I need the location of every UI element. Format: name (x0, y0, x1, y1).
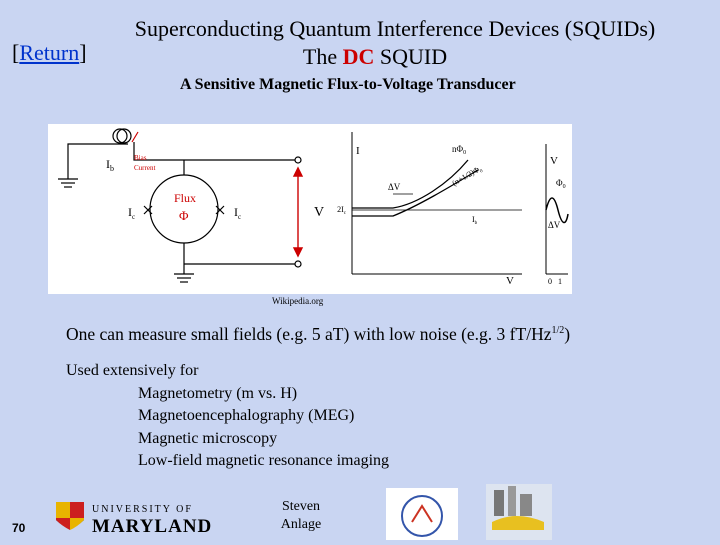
svg-text:(n+1/2)Φ0: (n+1/2)Φ0 (451, 163, 485, 189)
uses-item: Low-field magnetic resonance imaging (138, 452, 390, 469)
voltage-arrow (292, 166, 304, 258)
return-link-wrapper: [Return] (12, 40, 87, 66)
title-dc: DC (342, 44, 375, 69)
slide-title-line1: Superconducting Quantum Interference Dev… (134, 16, 656, 41)
svg-text:I: I (356, 145, 360, 157)
author-name: Steven Anlage (276, 498, 326, 534)
ic-right-label: Ic (234, 205, 241, 221)
top-wire (133, 142, 298, 161)
flux-label: Flux (174, 191, 196, 205)
iv-curve-half (352, 169, 479, 217)
svg-text:V: V (550, 155, 558, 167)
return-link[interactable]: Return (19, 40, 80, 65)
university-logo: UNIVERSITY OF MARYLAND (52, 496, 230, 537)
svg-text:UNIVERSITY OF: UNIVERSITY OF (92, 504, 193, 515)
iv-plot: I V nΦ0 (n+1/2)Φ0 ΔV 2Ic Ib (337, 132, 522, 287)
measure-close: ) (564, 324, 571, 344)
slide-title-line2: The DC SQUID (0, 44, 720, 70)
circuit-schematic (58, 128, 302, 283)
event-poster-image (486, 484, 552, 540)
junction-right (215, 205, 225, 215)
svg-text:2Ic: 2Ic (337, 205, 347, 216)
v-phi-curve (545, 197, 569, 224)
ground-wire (67, 143, 128, 179)
svg-text:Ib: Ib (472, 215, 478, 226)
conference-logo-image (386, 488, 458, 540)
maryland-logo-svg: UNIVERSITY OF MARYLAND (56, 502, 212, 537)
author-last: Anlage (280, 517, 322, 532)
iv-curve-n (352, 159, 469, 209)
phi-label: Φ (179, 208, 189, 223)
ib-label: Ib (106, 157, 114, 173)
title-prefix: The (302, 44, 343, 69)
svg-text:1: 1 (558, 277, 562, 286)
page-number: 70 (12, 521, 26, 535)
title-suffix: SQUID (374, 44, 448, 69)
maryland-shield-icon (56, 502, 84, 530)
uses-item: Magnetoencephalography (MEG) (138, 407, 355, 424)
current-source-circle-2 (116, 128, 132, 144)
v-label: V (314, 205, 324, 220)
current-source-circle-1 (112, 128, 128, 144)
svg-text:ΔV: ΔV (388, 182, 401, 192)
bias-arrow (131, 131, 139, 143)
v-phi-plot: V Φ0 ΔV 0 1 (545, 144, 569, 286)
bracket-open: [ (12, 40, 20, 65)
author-first: Steven (281, 499, 321, 514)
svg-text:MARYLAND: MARYLAND (92, 516, 212, 536)
slide-subtitle: A Sensitive Magnetic Flux-to-Voltage Tra… (180, 76, 516, 93)
terminal-top (294, 156, 302, 164)
uses-intro: Used extensively for (66, 362, 199, 379)
squid-figure-svg: Ib Bias Current Flux Φ Ic Ic V I V nΦ0 (… (58, 128, 569, 287)
terminal-bottom (294, 260, 302, 268)
uses-item: Magnetometry (m vs. H) (138, 384, 298, 402)
svg-text:V: V (506, 275, 514, 287)
bias-label: Bias (134, 154, 147, 162)
figure-credit: Wikipedia.org (272, 296, 324, 306)
measure-sentence: One can measure small fields (e.g. 5 aT)… (66, 324, 570, 345)
current-label: Current (134, 164, 155, 172)
uses-item: Magnetic microscopy (138, 429, 278, 447)
ic-left-label: Ic (128, 205, 135, 221)
measure-superscript: 1/2 (551, 325, 565, 337)
junction-left (143, 205, 153, 215)
squid-figure: Ib Bias Current Flux Φ Ic Ic V I V nΦ0 (… (48, 124, 572, 294)
measure-text: One can measure small fields (e.g. 5 aT)… (66, 324, 552, 344)
svg-text:0: 0 (548, 277, 552, 286)
uses-list: Used extensively for Magnetometry (m vs.… (66, 360, 389, 473)
svg-text:nΦ0: nΦ0 (452, 144, 466, 156)
svg-text:Φ0: Φ0 (556, 178, 566, 190)
svg-text:ΔV: ΔV (548, 220, 561, 230)
bracket-close: ] (79, 40, 87, 65)
